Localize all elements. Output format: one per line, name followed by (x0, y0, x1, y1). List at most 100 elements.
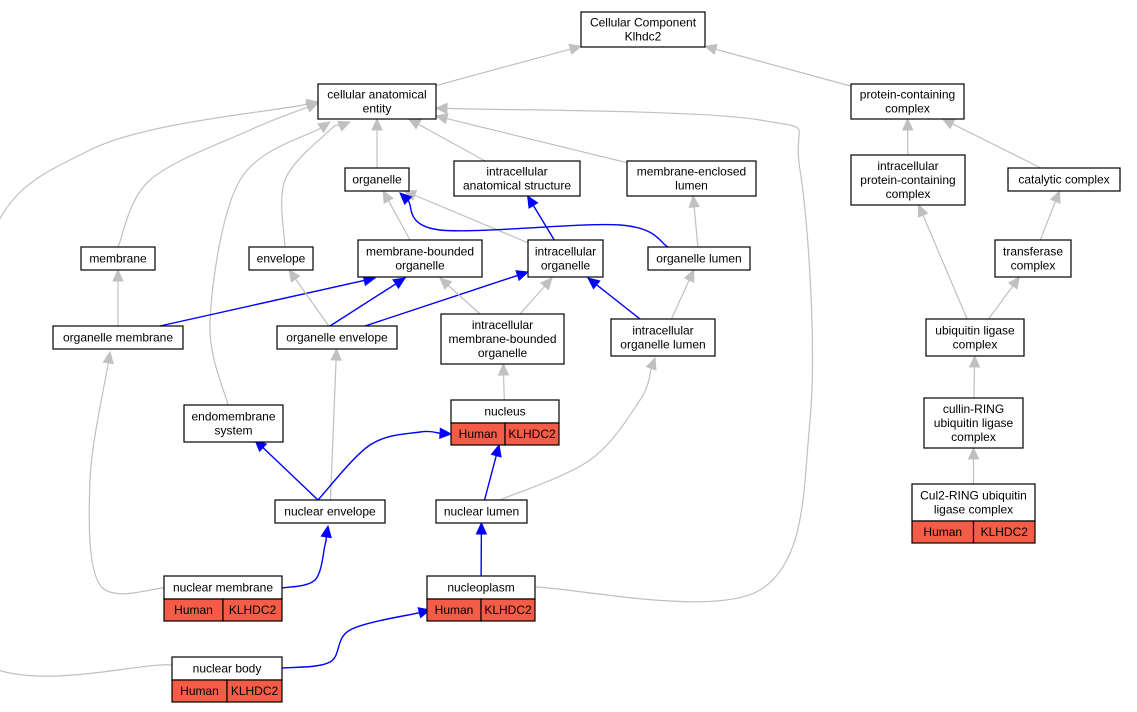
node-label: complex (886, 187, 931, 201)
node-label: transferase (1003, 245, 1063, 259)
edge-line (281, 124, 341, 248)
node-label: protein-containing (860, 88, 955, 102)
arrow-head-icon (901, 117, 914, 131)
edge-nenv-to-oenv (329, 347, 342, 501)
arrow-head-icon (587, 277, 601, 290)
node-box (626, 160, 757, 197)
gene-cell (226, 679, 283, 703)
gene-cell (480, 598, 536, 622)
arrow-head-icon (382, 189, 394, 204)
node-nuclear-lumen[interactable]: nuclear lumen (435, 499, 528, 524)
node-organelle-membrane[interactable]: organelle membrane (52, 325, 184, 350)
edge-line (596, 284, 641, 320)
node-label: organelle lumen (656, 252, 741, 266)
edge-nbody-to-cae (0, 98, 320, 677)
edge-line (483, 455, 497, 501)
arrow-head-icon (917, 203, 929, 218)
node-label: organelle lumen (620, 338, 705, 352)
gene-label: KLHDC2 (231, 684, 279, 698)
node-box (850, 154, 966, 206)
edge-line (922, 214, 968, 320)
node-label: intracellular (486, 165, 547, 179)
node-label: nucleoplasm (447, 581, 514, 595)
edge-line (446, 117, 628, 164)
node-membrane[interactable]: membrane (80, 246, 156, 271)
arrow-head-icon (439, 427, 453, 440)
node-box (453, 160, 581, 197)
edge-olumen-to-mel (688, 194, 700, 248)
gene-label: KLHDC2 (981, 525, 1029, 539)
edge-oenv-to-envelope (288, 269, 330, 327)
arrow-head-icon (490, 443, 502, 458)
node-label: organelle (395, 259, 445, 273)
gene-cell (504, 422, 560, 446)
arrow-head-icon (317, 121, 332, 134)
node-organelle-envelope[interactable]: organelle envelope (276, 325, 398, 350)
edge-line (387, 200, 411, 241)
node-label: catalytic complex (1018, 173, 1109, 187)
edge-line (414, 194, 529, 244)
node-box (276, 325, 398, 350)
edge-organelle-to-cae (371, 117, 383, 168)
node-label: nuclear lumen (444, 505, 519, 519)
arrow-head-icon (434, 102, 448, 115)
species-label: Human (435, 603, 474, 617)
edge-io-to-ias (526, 194, 555, 241)
arrow-head-icon (703, 43, 718, 55)
arrow-head-icon (515, 270, 530, 282)
arrow-head-icon (330, 347, 342, 361)
node-organelle-lumen[interactable]: organelle lumen (647, 246, 751, 271)
edge-line (418, 123, 486, 162)
edge-nlumen-to-nucleus (483, 443, 502, 501)
edge-line (0, 103, 308, 677)
node-box (925, 318, 1025, 357)
node-box (850, 83, 965, 120)
edge-line (329, 359, 337, 501)
arrow-head-icon (399, 192, 413, 206)
edge-line (670, 279, 690, 320)
edge-ubl-to-transferase (988, 276, 1021, 320)
node-label: nuclear body (193, 662, 262, 676)
node-catalytic-complex[interactable]: catalytic complex (1007, 167, 1121, 192)
node-organelle[interactable]: organelle (344, 167, 410, 192)
species-label: Human (174, 603, 213, 617)
node-nuclear-envelope[interactable]: nuclear envelope (274, 499, 386, 524)
edge-oenv-to-mbo (329, 277, 407, 327)
node-label: intracellular (632, 324, 693, 338)
edge-line (159, 279, 365, 327)
node-label: complex (951, 430, 996, 444)
arrow-head-icon (645, 356, 657, 371)
node-box (248, 246, 314, 271)
arrow-head-icon (371, 117, 383, 131)
edge-cae-to-root (435, 43, 583, 87)
node-envelope[interactable]: envelope (248, 246, 314, 271)
edge-line (295, 278, 330, 327)
arrow-head-icon (305, 98, 320, 111)
edge-ubl-to-ipcc (917, 203, 968, 320)
edge-nmem-to-omem (88, 350, 165, 595)
arrow-head-icon (941, 118, 956, 130)
edge-transferase-to-catalytic (1039, 189, 1061, 241)
edge-line (1039, 201, 1057, 241)
